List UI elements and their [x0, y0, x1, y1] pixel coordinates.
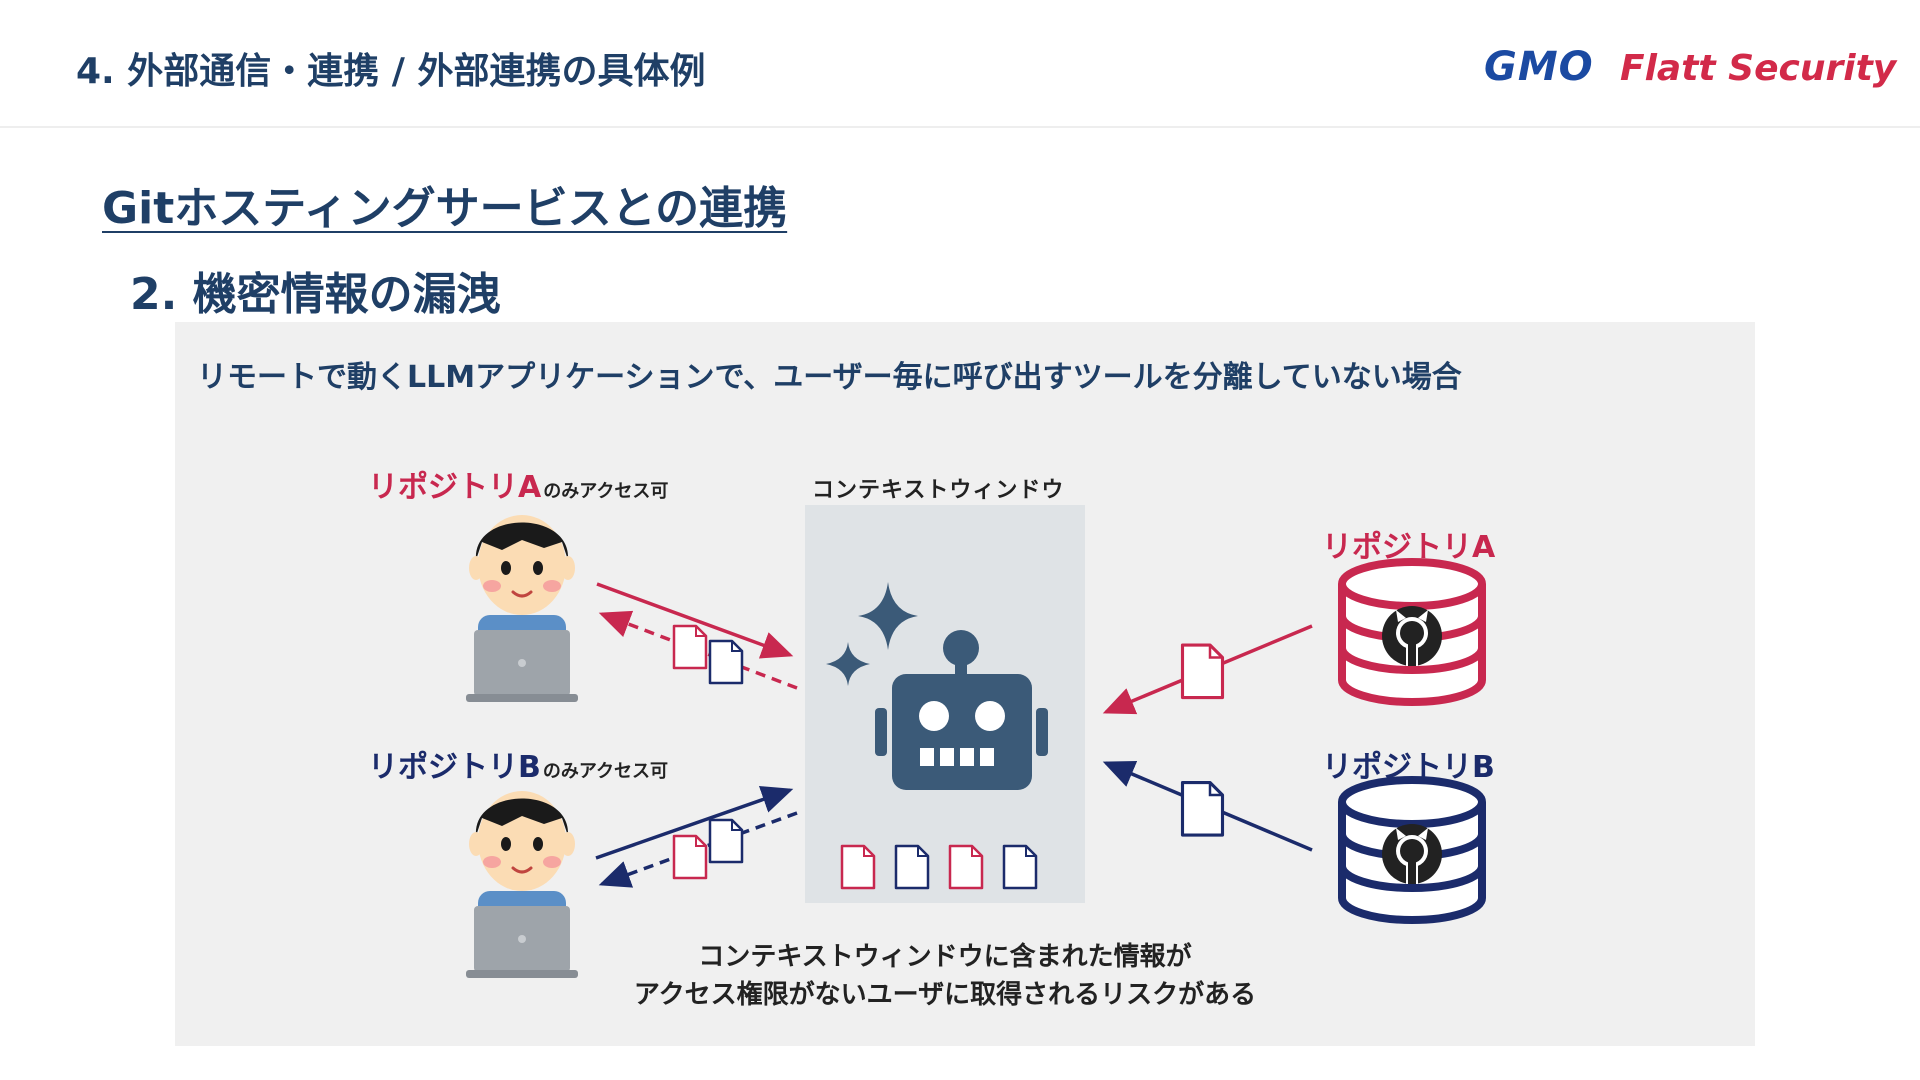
user-b-access-suffix: のみアクセス可 [542, 761, 668, 782]
user-a-access-suffix: のみアクセス可 [543, 481, 669, 502]
document-icon [1002, 844, 1038, 890]
user-avatar-icon [464, 513, 580, 704]
risk-note: コンテキストウィンドウに含まれた情報が アクセス権限がないユーザに取得されるリス… [560, 938, 1330, 1014]
user-b-repo-name: リポジトリB [368, 750, 541, 785]
company-logo-gmo: GMO [1484, 44, 1594, 90]
document-icon [894, 844, 930, 890]
document-icon [1180, 643, 1225, 700]
panel-caption: リモートで動くLLMアプリケーションで、ユーザー毎に呼び出すツールを分離していな… [197, 360, 1462, 395]
sparkle-icon [826, 642, 870, 686]
document-icon [672, 834, 708, 880]
document-icon [708, 818, 744, 864]
repo-b-label: リポジトリB [1322, 750, 1495, 785]
github-icon [1382, 824, 1442, 884]
document-icon [1180, 780, 1225, 837]
context-window-label: コンテキストウィンドウ [812, 478, 1065, 503]
sparkle-icon [858, 582, 918, 650]
risk-note-line-2: アクセス権限がないユーザに取得されるリスクがある [633, 980, 1257, 1010]
section-title: Gitホスティングサービスとの連携 [102, 183, 788, 234]
user-a-repo-name: リポジトリA [368, 470, 542, 505]
document-icon [672, 624, 708, 670]
github-icon [1382, 606, 1442, 666]
document-icon [708, 639, 744, 685]
page-header-title: 4. 外部通信・連携 / 外部連携の具体例 [76, 51, 706, 92]
company-logo-flatt: Flatt Security [1620, 48, 1897, 89]
document-icon [948, 844, 984, 890]
sub-title: 2. 機密情報の漏洩 [130, 269, 501, 320]
risk-note-line-1: コンテキストウィンドウに含まれた情報が [698, 942, 1192, 972]
document-icon [840, 844, 876, 890]
arrow-icon [595, 786, 794, 860]
robot-icon [875, 630, 1048, 790]
arrow-icon [596, 582, 794, 659]
header-divider [0, 126, 1920, 128]
repo-a-label: リポジトリA [1322, 530, 1496, 565]
